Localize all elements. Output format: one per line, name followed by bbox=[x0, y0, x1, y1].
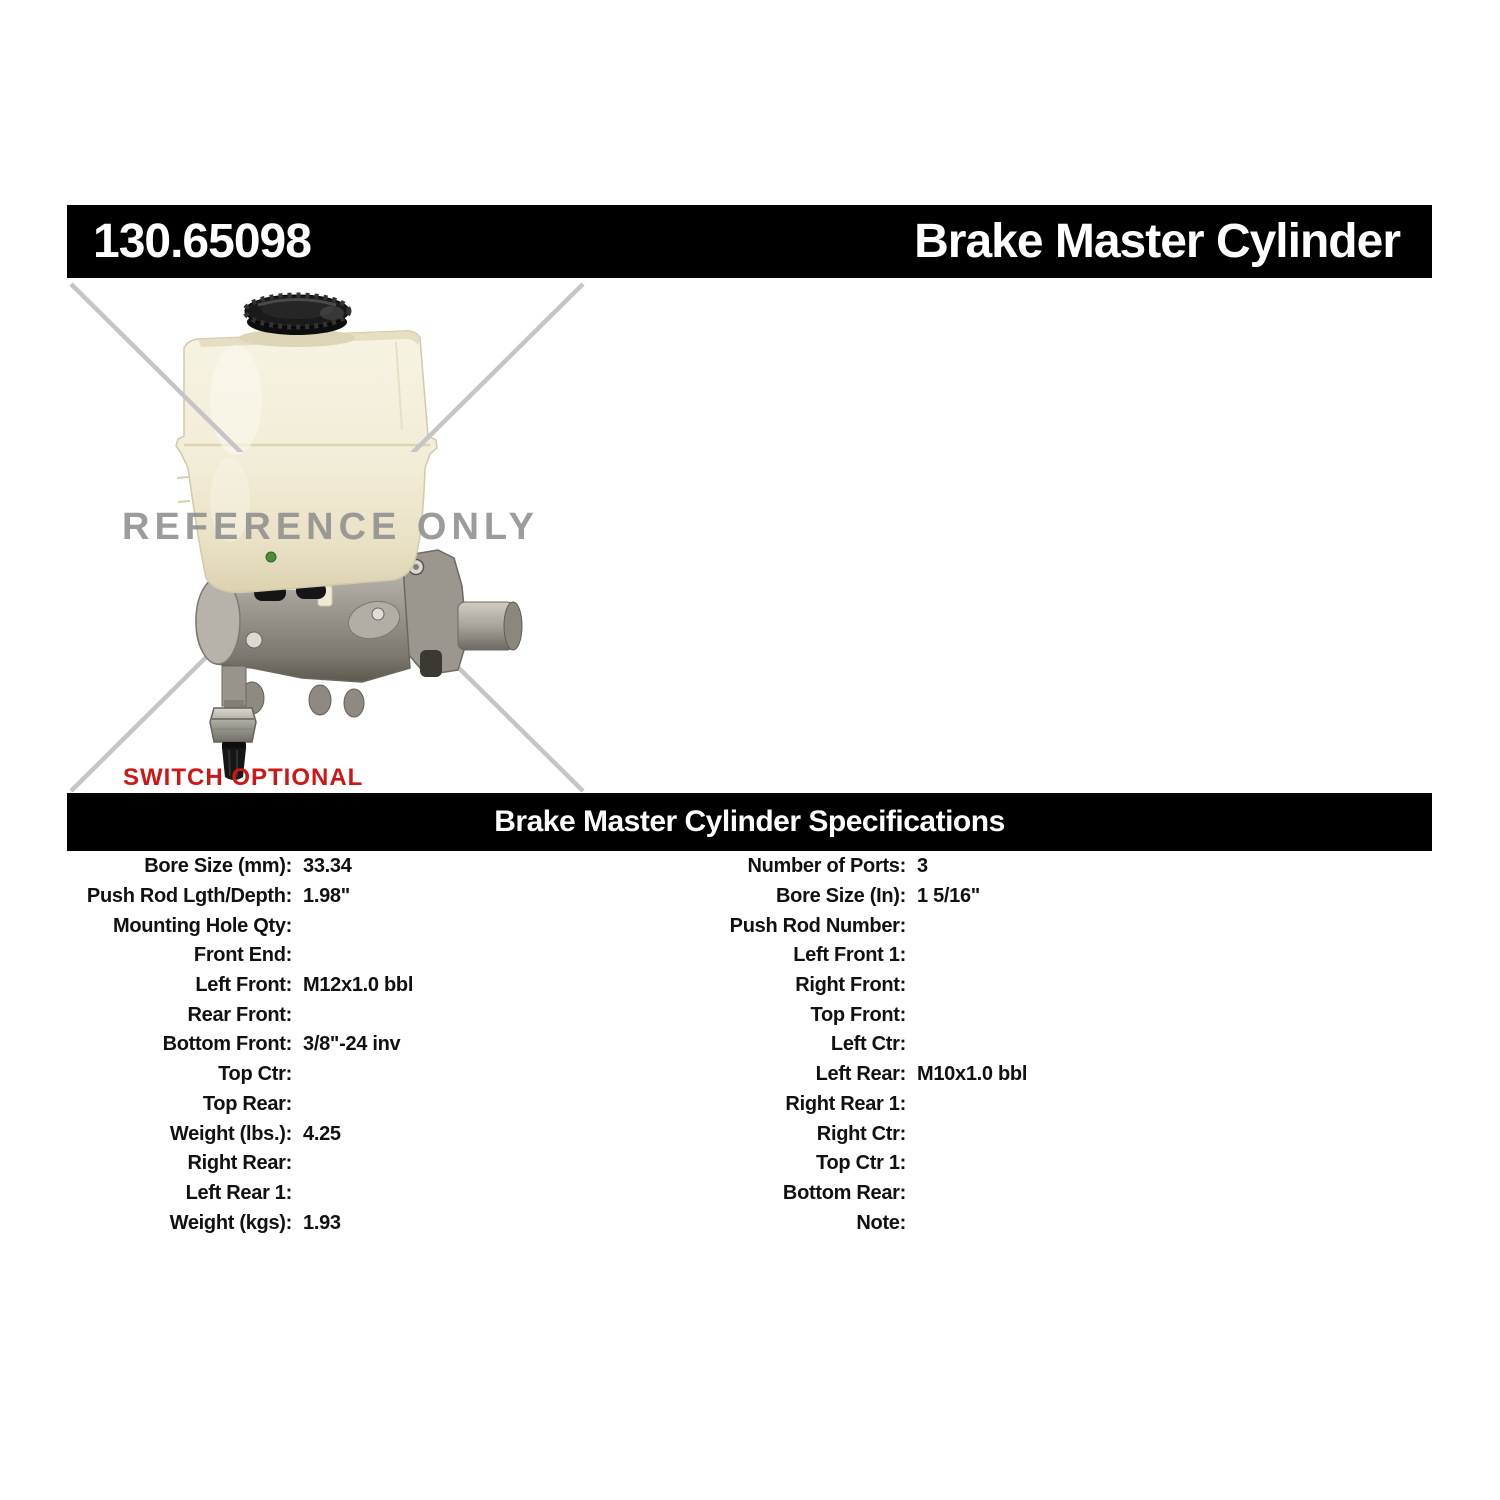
product-image bbox=[69, 282, 585, 793]
spec-value: M10x1.0 bbl bbox=[917, 1063, 1028, 1086]
spec-column-left: Bore Size (mm): 33.34 Push Rod Lgth/Depth… bbox=[0, 852, 413, 1238]
spec-label: Left Front: bbox=[195, 974, 292, 997]
spec-row: Top Front: bbox=[614, 1000, 1027, 1030]
spec-value: 1 5/16" bbox=[917, 885, 980, 908]
spec-row: Bore Size (mm): 33.34 bbox=[0, 852, 413, 882]
reservoir-cap bbox=[242, 292, 352, 335]
spec-label: Left Front 1: bbox=[793, 944, 906, 967]
fitting-and-switch bbox=[209, 700, 257, 780]
header-bar: 130.65098 Brake Master Cylinder bbox=[67, 205, 1432, 278]
spec-label: Top Ctr 1: bbox=[816, 1152, 906, 1175]
product-title: Brake Master Cylinder bbox=[914, 215, 1401, 268]
spec-row: Bore Size (In): 1 5/16" bbox=[614, 882, 1027, 912]
spec-row: Top Ctr: bbox=[0, 1060, 413, 1090]
spec-row: Left Rear: M10x1.0 bbl bbox=[614, 1060, 1028, 1090]
reservoir-tank bbox=[175, 329, 438, 594]
spec-label: Top Rear: bbox=[202, 1092, 292, 1115]
spec-row: Right Rear: bbox=[0, 1149, 413, 1179]
spec-row: Left Front: M12x1.0 bbl bbox=[0, 971, 413, 1001]
spec-label: Number of Ports: bbox=[747, 855, 906, 878]
spec-value: 33.34 bbox=[303, 855, 352, 878]
spec-row: Right Front: bbox=[614, 971, 1027, 1001]
spec-label: Push Rod Lgth/Depth: bbox=[86, 885, 292, 908]
spec-label: Note: bbox=[856, 1211, 906, 1234]
spec-value: M12x1.0 bbl bbox=[303, 974, 414, 997]
spec-label: Right Rear: bbox=[187, 1152, 293, 1175]
spec-label: Rear Front: bbox=[187, 1003, 293, 1026]
x-watermark-upper bbox=[69, 282, 585, 452]
spec-row: Top Ctr 1: bbox=[614, 1149, 1027, 1179]
spec-label: Front End: bbox=[193, 944, 292, 967]
spec-value: 1.98" bbox=[303, 885, 350, 908]
spec-label: Mounting Hole Qty: bbox=[112, 914, 292, 937]
vent-dot bbox=[265, 551, 277, 563]
spec-label: Left Rear 1: bbox=[185, 1181, 293, 1204]
spec-label: Push Rod Number: bbox=[729, 914, 907, 937]
spec-row: Bottom Rear: bbox=[614, 1179, 1027, 1209]
spec-row: Push Rod Number: bbox=[614, 911, 1027, 941]
spec-label: Bottom Front: bbox=[162, 1033, 293, 1056]
spec-label: Top Ctr: bbox=[218, 1063, 292, 1086]
spec-label: Left Ctr: bbox=[830, 1033, 906, 1056]
spec-row: Note: bbox=[614, 1208, 1027, 1238]
spec-value: 1.93 bbox=[303, 1211, 341, 1234]
switch-optional-note: SWITCH OPTIONAL bbox=[123, 764, 364, 791]
spec-row: Left Ctr: bbox=[614, 1030, 1027, 1060]
spec-row: Top Rear: bbox=[0, 1090, 413, 1120]
spec-row: Push Rod Lgth/Depth: 1.98" bbox=[0, 882, 413, 912]
spec-row: Mounting Hole Qty: bbox=[0, 911, 413, 941]
spec-row: Front End: bbox=[0, 941, 413, 971]
spec-label: Right Rear 1: bbox=[785, 1092, 906, 1115]
specifications-bar: Brake Master Cylinder Specifications bbox=[67, 793, 1432, 851]
reference-only-watermark: REFERENCE ONLY bbox=[122, 506, 539, 548]
spec-value: 4.25 bbox=[303, 1122, 341, 1145]
spec-label: Bore Size (mm): bbox=[144, 855, 292, 878]
spec-label: Top Front: bbox=[810, 1003, 907, 1026]
spec-row: Right Rear 1: bbox=[614, 1090, 1027, 1120]
spec-row: Left Rear 1: bbox=[0, 1179, 413, 1209]
spec-row: Weight (lbs.): 4.25 bbox=[0, 1119, 413, 1149]
spec-label: Weight (lbs.): bbox=[169, 1122, 292, 1145]
spec-row: Number of Ports: 3 bbox=[614, 852, 1027, 882]
spec-label: Right Ctr: bbox=[816, 1122, 907, 1145]
spec-value: 3/8"-24 inv bbox=[303, 1033, 401, 1056]
spec-row: Right Ctr: bbox=[614, 1119, 1027, 1149]
part-number: 130.65098 bbox=[93, 215, 312, 268]
spec-row: Left Front 1: bbox=[614, 941, 1027, 971]
spec-row: Weight (kgs): 1.93 bbox=[0, 1208, 413, 1238]
spec-value: 3 bbox=[917, 855, 928, 878]
spec-row: Bottom Front: 3/8"-24 inv bbox=[0, 1030, 413, 1060]
spec-row: Rear Front: bbox=[0, 1000, 413, 1030]
specifications-title: Brake Master Cylinder Specifications bbox=[494, 805, 1005, 838]
spec-label: Right Front: bbox=[795, 974, 906, 997]
spec-label: Left Rear: bbox=[815, 1063, 907, 1086]
spec-column-right: Number of Ports: 3 Bore Size (In): 1 5/16"… bbox=[614, 852, 1028, 1238]
spec-label: Bottom Rear: bbox=[782, 1181, 906, 1204]
spec-label: Weight (kgs): bbox=[169, 1211, 293, 1234]
spec-label: Bore Size (In): bbox=[776, 885, 906, 908]
